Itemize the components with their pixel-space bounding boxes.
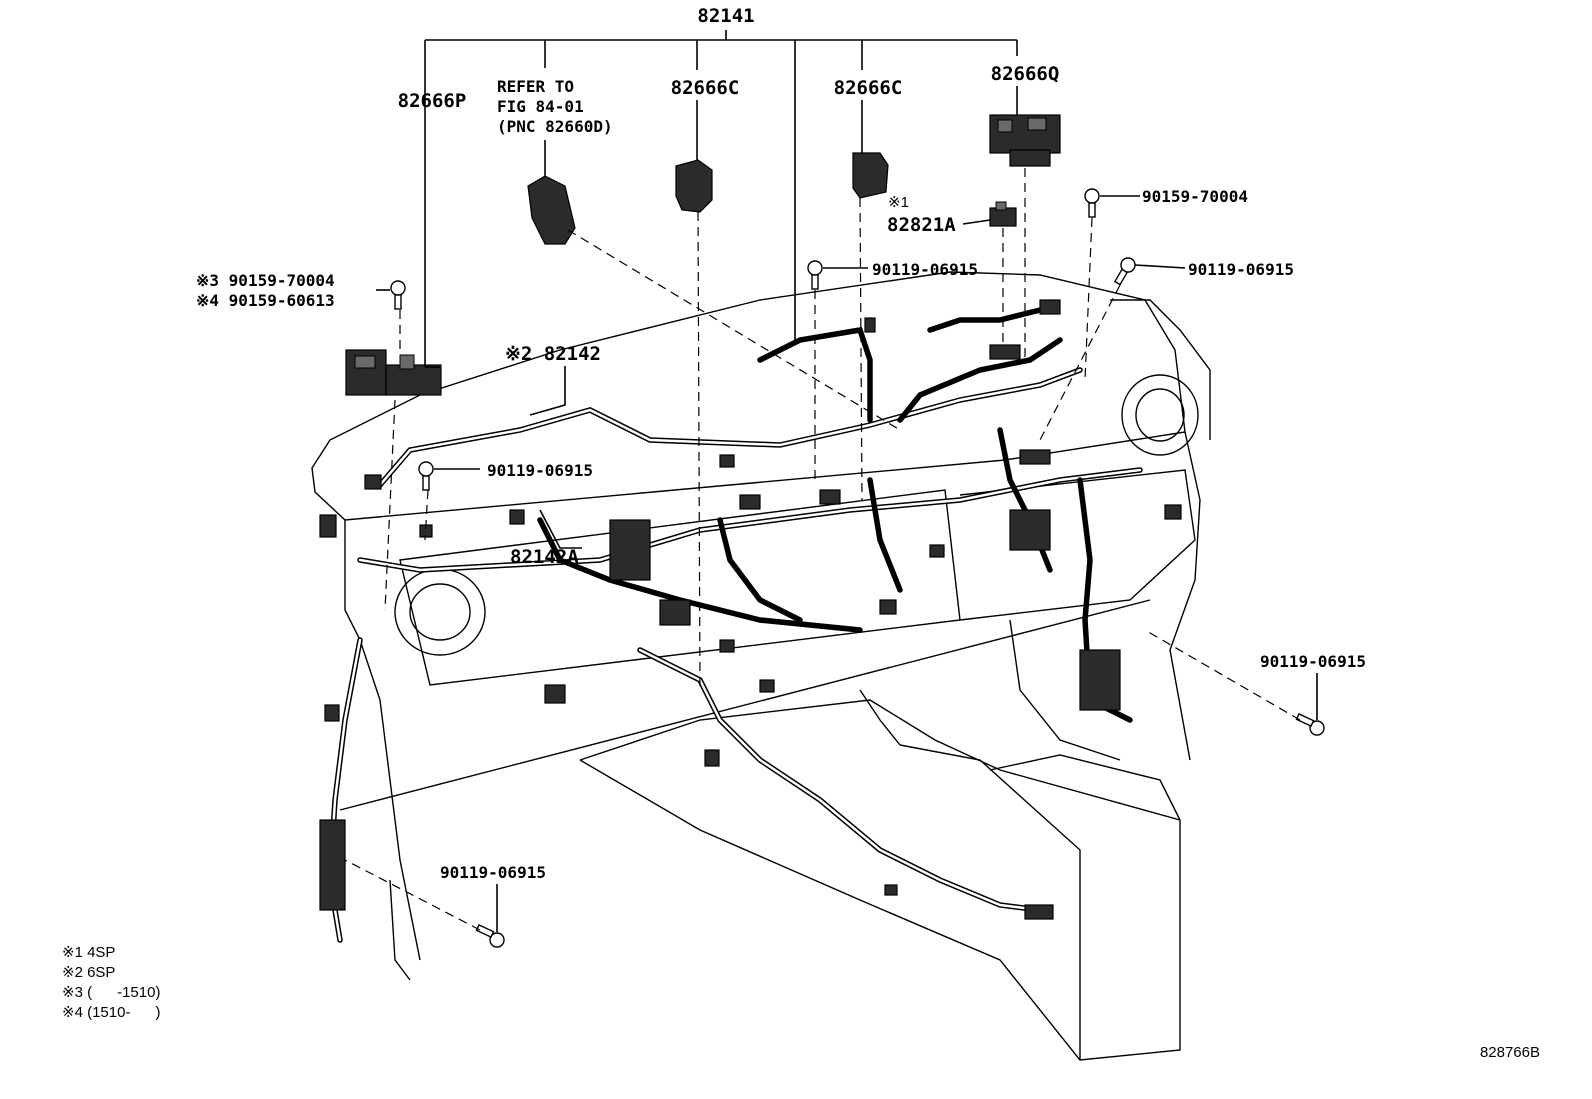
label-82666p: 82666P xyxy=(398,90,467,112)
label-bolt-mid-right: 90119-06915 xyxy=(1188,260,1294,279)
legend-line-1: ※1 4SP xyxy=(62,944,115,961)
label-82666c-1: 82666C xyxy=(671,77,740,99)
label-bolt-left-4: ※4 90159-60613 xyxy=(196,291,335,310)
relay-parts xyxy=(345,114,1061,396)
harness-wires xyxy=(327,307,1143,943)
dashboard-outline xyxy=(311,271,1211,1061)
bolt-icon-lower-left xyxy=(475,923,505,948)
bolts xyxy=(390,188,1325,948)
install-dashed-lines xyxy=(344,168,1301,931)
label-82142a: 82142A xyxy=(510,546,579,568)
bolt-icon-left xyxy=(390,280,406,310)
harness-connectors xyxy=(319,299,1182,920)
label-82666c-2: 82666C xyxy=(834,77,903,99)
legend-line-4: ※4 (1510- ) xyxy=(62,1004,160,1021)
pnc-82660d-part xyxy=(527,175,576,245)
label-bolt-lower-right: 90119-06915 xyxy=(1260,652,1366,671)
label-bolt-mid-center: 90119-06915 xyxy=(872,260,978,279)
block-82666p-part xyxy=(345,349,442,396)
label-bolt-left-3: ※3 90159-70004 xyxy=(196,271,335,290)
block-82666c-2-part xyxy=(852,152,889,199)
label-note1-mark: ※1 xyxy=(888,194,909,211)
figure-id: 828766B xyxy=(1480,1044,1540,1061)
label-82821a: 82821A xyxy=(887,214,956,236)
label-bolt-lower-left: 90119-06915 xyxy=(440,863,546,882)
label-82141: 82141 xyxy=(697,5,754,27)
part-labels: 82141 82666P REFER TO FIG 84-01 (PNC 826… xyxy=(196,5,1366,882)
leader-lines xyxy=(376,30,1318,932)
bolt-icon-top-right xyxy=(1084,188,1100,218)
bolt-icon-dash-left xyxy=(418,461,434,491)
legend: ※1 4SP ※2 6SP ※3 ( -1510) ※4 (1510- ) xyxy=(62,944,160,1021)
label-82666q: 82666Q xyxy=(991,63,1060,85)
label-bolt-dash-left: 90119-06915 xyxy=(487,461,593,480)
label-82142: ※2 82142 xyxy=(505,343,601,365)
label-refer-line3: (PNC 82660D) xyxy=(497,117,613,136)
connector-82821a-part xyxy=(989,201,1017,227)
bolt-icon-mid-center xyxy=(807,260,823,290)
legend-line-3: ※3 ( -1510) xyxy=(62,984,160,1001)
bolt-icon-lower-right xyxy=(1295,712,1325,736)
label-refer-line2: FIG 84-01 xyxy=(497,97,584,116)
label-refer-line1: REFER TO xyxy=(497,77,574,96)
block-82666c-1-part xyxy=(675,159,713,213)
legend-line-2: ※2 6SP xyxy=(62,964,115,981)
label-bolt-top-right: 90159-70004 xyxy=(1142,187,1248,206)
block-82666q-part xyxy=(989,114,1061,167)
bolt-icon-mid-right xyxy=(1113,257,1136,286)
